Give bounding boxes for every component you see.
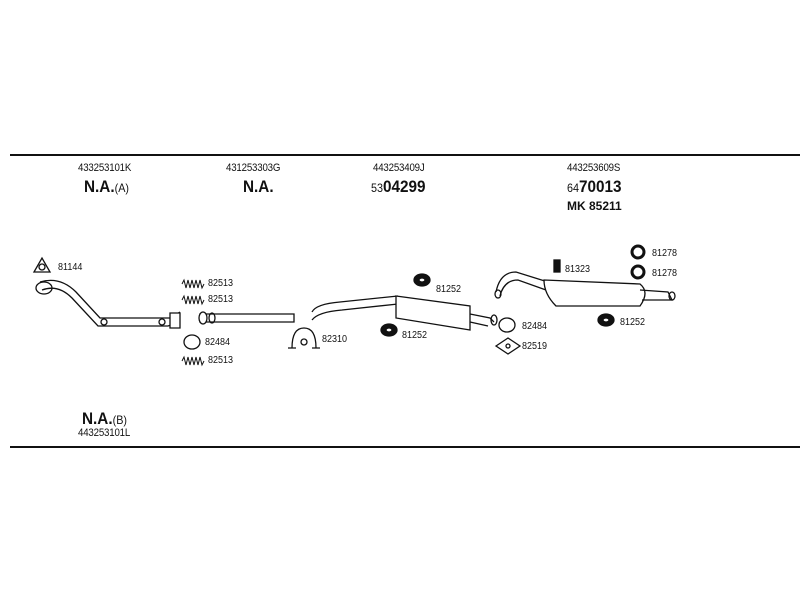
rear-muffler: [494, 271, 676, 307]
label-ring-top-1: 81278: [652, 248, 678, 259]
spring-icon: [181, 355, 205, 367]
flange-gasket-icon: [494, 337, 522, 355]
code-main: 04299: [383, 177, 426, 196]
status-text: N.A.: [82, 409, 113, 428]
header-part-number-2: 431253303G: [226, 162, 281, 174]
gasket-front-icon: [32, 256, 52, 273]
code-prefix: 53: [371, 181, 384, 195]
label-flange-gasket: 82519: [522, 341, 548, 352]
bottom-rule: [10, 446, 800, 448]
bump-stop-icon: [553, 259, 561, 273]
intermediate-pipe: [198, 311, 295, 325]
label-ring-top-2: 81278: [652, 268, 678, 279]
ring-icon: [498, 317, 516, 333]
code-main: 70013: [579, 177, 622, 196]
label-hanger-mid-top: 81252: [436, 284, 462, 295]
label-hanger-rear: 81252: [620, 317, 646, 328]
status-text: N.A.: [84, 177, 115, 196]
hanger-icon: [413, 273, 431, 287]
header-part-number-1: 433253101K: [78, 162, 132, 174]
footer-part-number: 443253101L: [78, 427, 131, 439]
middle-muffler: [311, 295, 498, 331]
label-spring-3: 82513: [208, 355, 234, 366]
hanger-icon: [597, 313, 615, 327]
status-suffix: (A): [114, 181, 129, 195]
label-gasket-front: 81144: [58, 262, 83, 273]
ring-icon: [630, 244, 646, 260]
label-ring-rear: 82484: [522, 321, 548, 332]
header-status-2: N.A.: [243, 177, 274, 196]
spring-icon: [181, 278, 205, 290]
ring-icon: [183, 334, 201, 350]
label-spring-2: 82513: [208, 294, 234, 305]
footer-status: N.A.(B): [82, 410, 127, 427]
label-ring-front: 82484: [205, 337, 231, 348]
header-status-1: N.A.(A): [84, 178, 129, 195]
label-spring-1: 82513: [208, 278, 234, 289]
top-rule: [10, 154, 800, 156]
header-code-4: 6470013: [567, 178, 622, 195]
header-part-number-3: 443253409J: [373, 162, 425, 174]
front-pipe: [35, 279, 181, 329]
clamp-icon: [288, 327, 320, 349]
label-clamp: 82310: [322, 334, 348, 345]
header-code-3: 5304299: [371, 178, 426, 195]
header-part-number-4: 443253609S: [567, 162, 621, 174]
status-suffix: (B): [112, 413, 127, 427]
hanger-icon: [380, 323, 398, 337]
spring-icon: [181, 294, 205, 306]
ring-icon: [630, 264, 646, 280]
code-prefix: 64: [567, 181, 580, 195]
label-hanger-mid-bottom: 81252: [402, 330, 428, 341]
label-bump-stop: 81323: [565, 264, 591, 275]
header-extra-code-4: MK 85211: [567, 199, 622, 213]
